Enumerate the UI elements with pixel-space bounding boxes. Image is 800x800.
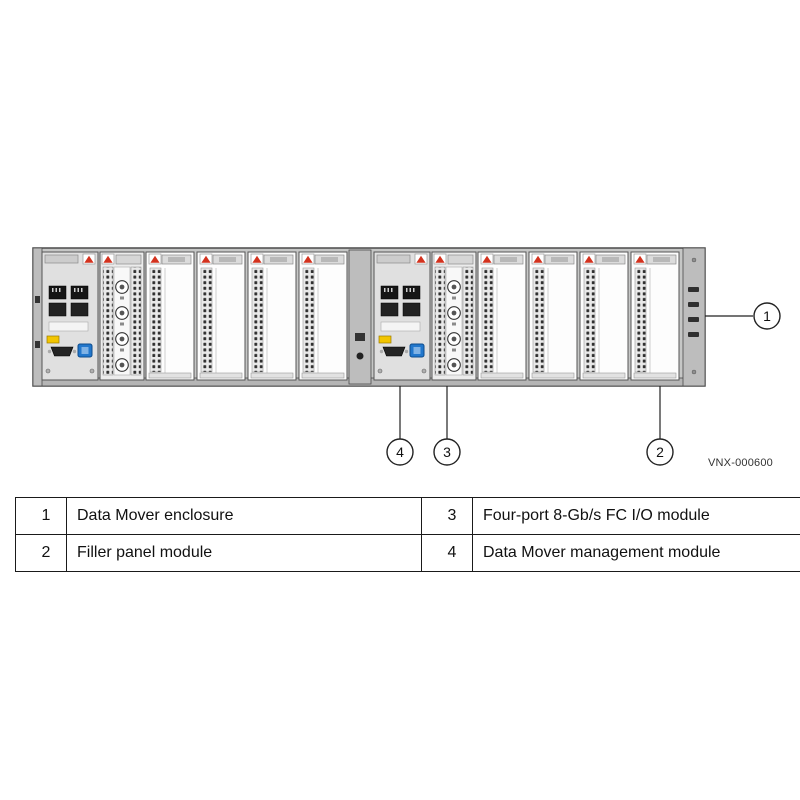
- enclosure-left-ear: [32, 247, 43, 387]
- filler-panel: [146, 252, 194, 380]
- legend-num-cell: 1: [15, 497, 67, 535]
- callout-4: 4: [386, 386, 414, 466]
- callout-1: 1: [705, 302, 781, 330]
- callout-circle-3: [433, 438, 461, 466]
- callout-number-2: 2: [656, 444, 664, 460]
- enclosure-diagram: 1 4 3 2: [32, 247, 781, 466]
- filler-panel: [529, 252, 577, 380]
- management-module: [374, 252, 430, 380]
- callout-number-3: 3: [443, 444, 451, 460]
- legend-label-cell: Data Mover enclosure: [66, 497, 422, 535]
- filler-panel: [580, 252, 628, 380]
- legend-num-cell: 4: [421, 534, 473, 572]
- callout-circle-4: [386, 438, 414, 466]
- data-mover-enclosure: [32, 247, 706, 387]
- callout-circle-1: [753, 302, 781, 330]
- figure-code: VNX-000600: [708, 457, 773, 469]
- legend-row: 1 Data Mover enclosure 3 Four-port 8-Gb/…: [15, 497, 800, 535]
- legend-table: 1 Data Mover enclosure 3 Four-port 8-Gb/…: [15, 497, 800, 572]
- legend-label-cell: Filler panel module: [66, 534, 422, 572]
- legend-label-cell: Data Mover management module: [472, 534, 800, 572]
- legend-row: 2 Filler panel module 4 Data Mover manag…: [15, 534, 800, 572]
- fc-io-module: [432, 252, 476, 380]
- filler-panel: [197, 252, 245, 380]
- filler-panel: [631, 252, 679, 380]
- enclosure-right-cap: [682, 247, 706, 387]
- data-mover-bay-left: [42, 252, 347, 380]
- callout-number-4: 4: [396, 444, 404, 460]
- filler-panel: [478, 252, 526, 380]
- callout-circle-2: [646, 438, 674, 466]
- callout-number-1: 1: [763, 308, 771, 324]
- filler-panel: [299, 252, 347, 380]
- fc-io-module: [100, 252, 144, 380]
- callout-3: 3: [433, 386, 461, 466]
- enclosure-center-divider: [348, 249, 372, 385]
- legend-num-cell: 2: [15, 534, 67, 572]
- management-module: [42, 252, 98, 380]
- legend-num-cell: 3: [421, 497, 473, 535]
- legend-label-cell: Four-port 8-Gb/s FC I/O module: [472, 497, 800, 535]
- filler-panel: [248, 252, 296, 380]
- data-mover-bay-right: [374, 252, 679, 380]
- callout-2: 2: [646, 386, 674, 466]
